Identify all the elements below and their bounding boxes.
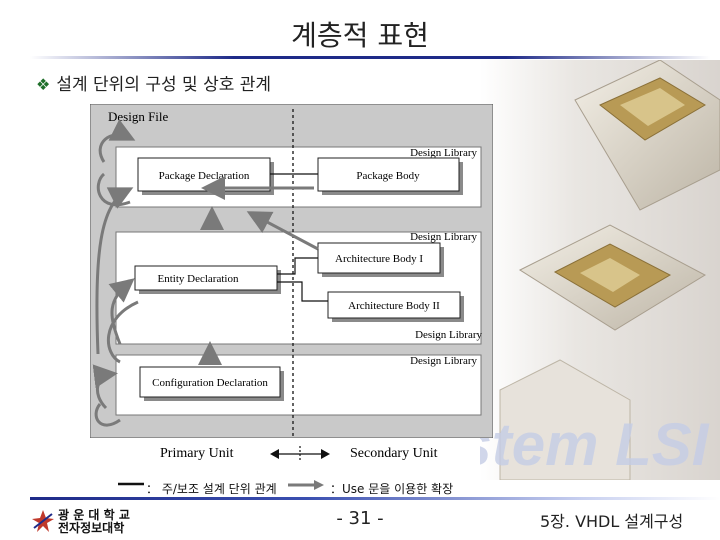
- design-file-label: Design File: [108, 109, 169, 124]
- entity-declaration-box: [134, 265, 278, 291]
- package-body-box: [317, 157, 460, 192]
- primary-unit-label: Primary Unit: [160, 446, 234, 461]
- university-logo-icon: [32, 510, 54, 532]
- configuration-declaration-box: [139, 366, 281, 398]
- university-name-line2: 전자정보대학: [58, 521, 125, 535]
- bullet-item: ❖ 설계 단위의 구성 및 상호 관계: [36, 70, 271, 95]
- library-3-curve-arrow: [92, 364, 118, 410]
- unit-divider-arrow-icon: [270, 446, 330, 462]
- architecture-body-2-box: [327, 291, 461, 319]
- architecture-body-1-box: [317, 242, 441, 274]
- checkmark-bullet-icon: ❖: [36, 75, 51, 94]
- design-library-label-3: Design Library: [415, 329, 482, 341]
- package-declaration-label: Package Declaration: [159, 170, 250, 182]
- package-body-label: Package Body: [356, 170, 420, 182]
- page-title: 계층적 표현: [291, 19, 429, 52]
- watermark-text: System LSI: [480, 411, 710, 478]
- legend-arrow-text: ：Use 문을 이용한 확장: [330, 482, 454, 496]
- page-number: - 31 -: [336, 508, 384, 529]
- design-unit-diagram: Design File Design Library Design Librar…: [90, 104, 493, 438]
- architecture-body-1-label: Architecture Body I: [335, 253, 423, 265]
- entity-declaration-label: Entity Declaration: [158, 273, 239, 285]
- library-1-curve-arrow: [98, 119, 136, 163]
- entity-architecture-2-link: [277, 281, 328, 302]
- design-library-label-2: Design Library: [410, 231, 477, 243]
- legend-solid-text: ： 주/보조 설계 단위 관계: [146, 482, 277, 496]
- entity-architecture-1-link: [277, 257, 318, 275]
- design-library-label-4: Design Library: [410, 355, 477, 367]
- chip-middle-icon: [518, 224, 707, 331]
- configuration-to-library-1-arrow: [95, 187, 134, 355]
- legend-arrow-icon: [288, 480, 324, 490]
- footer-bar: [30, 497, 720, 500]
- chip-bottom-icon: [499, 359, 631, 480]
- chip-background-image: System LSI: [480, 60, 720, 480]
- secondary-unit-label: Secondary Unit: [350, 446, 438, 461]
- library-3-return-curve: [94, 403, 121, 427]
- title-underline: [30, 56, 710, 59]
- library-2-curve-arrow: [108, 278, 135, 345]
- chip-top-icon: [574, 60, 720, 211]
- bullet-text: 설계 단위의 구성 및 상호 관계: [56, 75, 272, 95]
- chapter-label: 5장. VHDL 설계구성: [540, 512, 684, 531]
- university-name: 광 운 대 학 교 전자정보대학: [58, 509, 130, 535]
- entity-to-configuration-curve: [106, 300, 139, 364]
- architecture-use-arrow: [246, 211, 319, 251]
- design-library-label-1: Design Library: [410, 147, 477, 159]
- university-name-line1: 광 운 대 학 교: [58, 508, 130, 522]
- legend-solid-line-icon: [118, 482, 144, 486]
- architecture-body-2-label: Architecture Body II: [348, 300, 440, 312]
- configuration-declaration-label: Configuration Declaration: [152, 377, 268, 389]
